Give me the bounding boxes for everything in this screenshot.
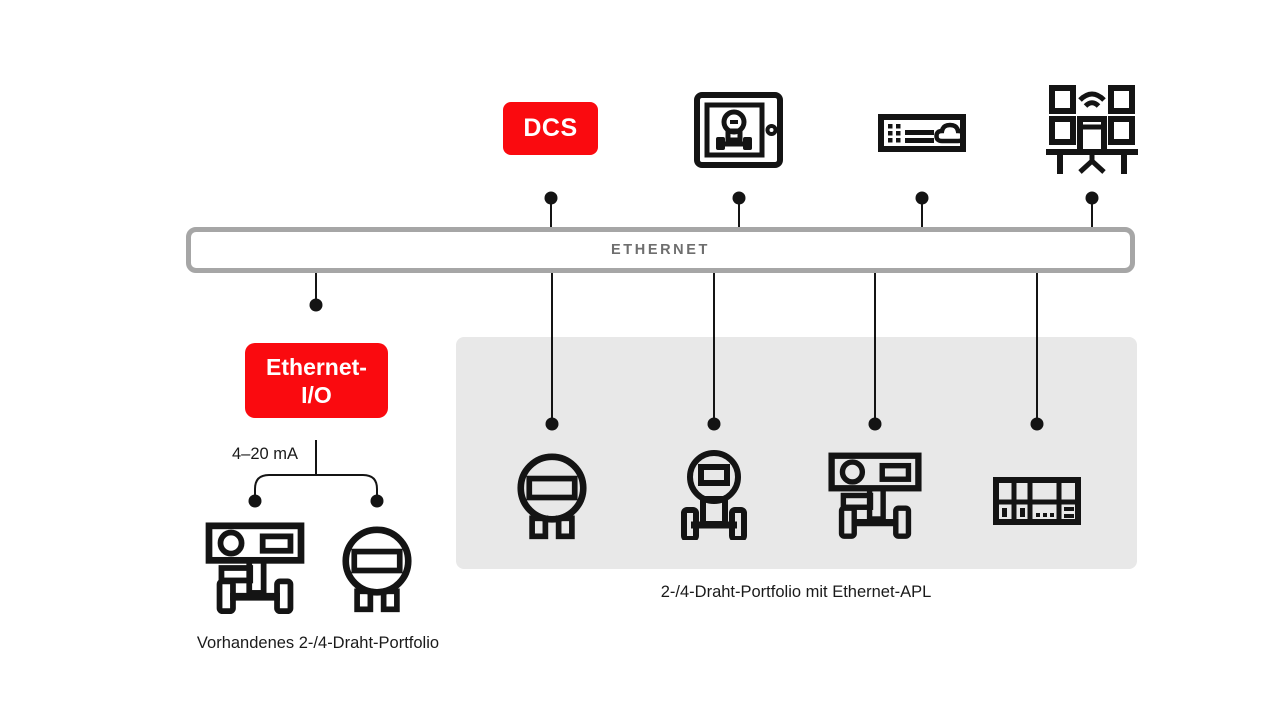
- apl-temperature-transmitter-icon: [681, 450, 747, 540]
- mobile-panel-icon: [694, 92, 783, 168]
- current-loop-label: 4–20 mA: [232, 445, 299, 463]
- control-room-icon: [1046, 85, 1138, 174]
- ethernet-bus-label: ETHERNET: [611, 242, 710, 258]
- legacy-round-transmitter-icon: [342, 526, 412, 613]
- apl-portfolio-label: 2-/4-Draht-Portfolio mit Ethernet-APL: [660, 583, 932, 601]
- ethernet-io-label-line2: I/O: [301, 381, 332, 408]
- edge-gateway-icon: [878, 114, 966, 152]
- legacy-portfolio-label: Vorhandenes 2-/4-Draht-Portfolio: [196, 634, 440, 652]
- apl-remote-io-icon: [993, 477, 1081, 525]
- ethernet-io-label-line1: Ethernet-: [266, 353, 367, 380]
- dcs-node: DCS: [503, 102, 598, 155]
- ethernet-io-node: Ethernet- I/O: [245, 343, 388, 418]
- ethernet-bus-bar: ETHERNET: [186, 227, 1135, 273]
- apl-round-transmitter-icon: [517, 453, 587, 540]
- legacy-flow-transmitter-icon: [205, 522, 305, 614]
- apl-flow-transmitter-icon: [828, 452, 922, 539]
- dcs-label: DCS: [523, 114, 578, 142]
